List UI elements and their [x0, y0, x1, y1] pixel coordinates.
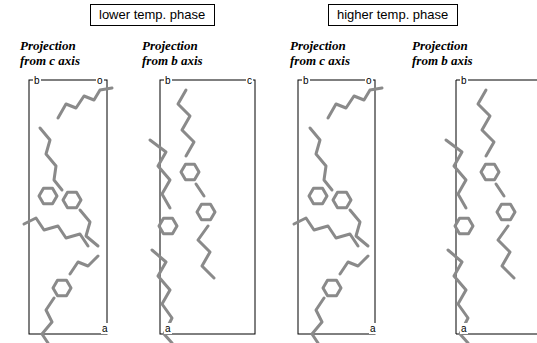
axis-label: o: [365, 75, 373, 86]
axis-label: b: [33, 75, 41, 86]
axis-label: a: [101, 323, 109, 334]
projection-heading: Projection from c axis: [20, 38, 102, 68]
axis-label: b: [164, 75, 172, 86]
axis-label: c: [246, 75, 253, 86]
projection-heading: Projection from b axis: [412, 38, 494, 68]
projection-heading: Projection from c axis: [290, 38, 372, 68]
unit-cells: [29, 80, 537, 334]
phase-title-box: higher temp. phase: [328, 4, 458, 26]
projection-heading: Projection from b axis: [142, 38, 224, 68]
axis-label: a: [460, 323, 468, 334]
axis-label: b: [302, 75, 310, 86]
axis-label: o: [96, 75, 104, 86]
molecules: [24, 88, 515, 343]
phase-title: higher temp. phase: [337, 7, 449, 23]
axis-label: a: [164, 323, 172, 334]
phase-title: lower temp. phase: [99, 7, 206, 23]
axis-label: b: [460, 75, 468, 86]
axis-label: a: [369, 323, 377, 334]
phase-title-box: lower temp. phase: [90, 4, 215, 26]
